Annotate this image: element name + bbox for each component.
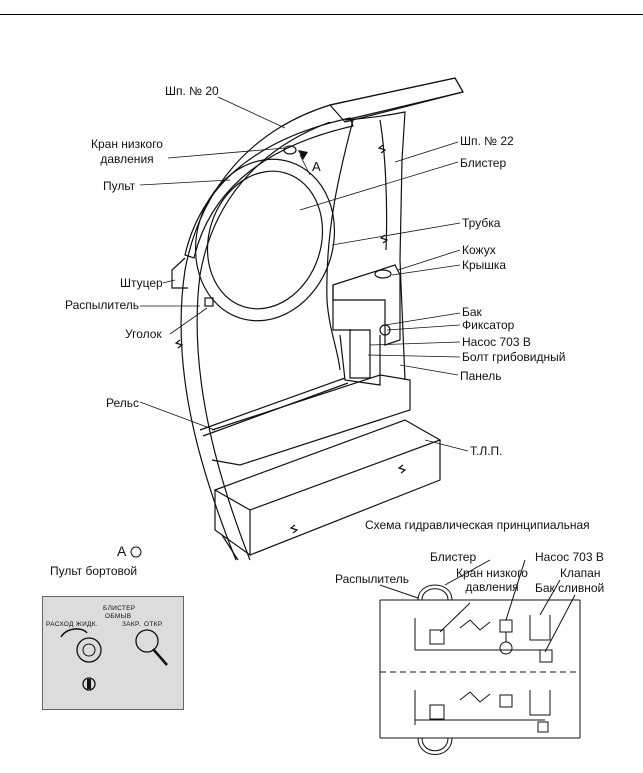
drain-tank-lower: [529, 690, 551, 716]
page-top-rule: [0, 14, 643, 15]
bracket-shape: [204, 297, 214, 307]
label-tank: Бак: [462, 305, 482, 319]
blister-window-outer: [194, 158, 336, 322]
rail-line: [199, 377, 346, 431]
pump-box-upper: [499, 619, 513, 633]
floor-box-front: [214, 490, 251, 557]
panel-sub: ОБМЫВ: [105, 613, 132, 620]
label-frame-22: Шп. № 22: [460, 134, 514, 148]
panel-controls: [60, 628, 168, 691]
onboard-console-panel: БЛИСТЕР ОБМЫВ РАСХОД ЖИДК. ЗАКР. ОТКР.: [42, 596, 184, 710]
label-pump: Насос 703 В: [462, 335, 531, 349]
schematic-valve: Клапан: [560, 566, 601, 580]
label-console: Пульт: [103, 179, 136, 193]
label-low-valve-line1: Кран низкого: [91, 137, 163, 151]
panel-header: БЛИСТЕР: [103, 605, 136, 612]
fitting-pipe: [171, 257, 188, 289]
view-a-circle: [130, 546, 142, 558]
lid-cap: [374, 269, 392, 279]
label-fitting: Штуцер: [120, 276, 163, 290]
console-bar: [184, 117, 354, 259]
blister-arc-top: [417, 584, 453, 601]
label-casing: Кожух: [462, 243, 496, 257]
hydraulic-schematic: [379, 559, 581, 755]
label-low-valve-line2: давления: [100, 152, 154, 166]
label-tube: Трубка: [462, 216, 501, 230]
frame-20-outline: [180, 77, 464, 561]
schematic-drain-tank: Бак сливной: [535, 581, 605, 595]
valve-box-upper: [429, 629, 445, 645]
drain-tank-upper: [529, 615, 551, 641]
schematic-pump: Насос 703 В: [535, 550, 604, 564]
label-latch: Фиксатор: [462, 318, 515, 332]
flow-knob[interactable]: [76, 637, 102, 663]
schematic-low-valve-line1: Кран низкого: [456, 566, 528, 580]
panel-beam: [211, 374, 411, 466]
valve-box-lower: [429, 704, 445, 720]
low-valve-symbol: [283, 145, 297, 155]
label-blister: Блистер: [460, 156, 507, 170]
blister-window-inner: [206, 170, 324, 310]
close-label: ЗАКР.: [122, 621, 141, 628]
top-plate: [328, 77, 464, 123]
flow-label: РАСХОД ЖИДК.: [46, 621, 98, 628]
floor-box-top: [213, 419, 442, 511]
label-bracket: Уголок: [125, 327, 162, 341]
detail-view-subtitle: Пульт бортовой: [50, 564, 138, 578]
valve-right-lower: [537, 721, 549, 733]
wash-switch-knob[interactable]: [135, 629, 159, 653]
label-floor-line: Т.Л.П.: [470, 444, 503, 458]
label-mushroom-bolt: Болт грибовидный: [462, 350, 566, 364]
schematic-sprayer: Распылитель: [335, 572, 409, 586]
tube: [326, 119, 354, 371]
label-lid: Крышка: [462, 258, 507, 272]
schematic-blister: Блистер: [430, 550, 477, 564]
label-frame-20: Шп. № 20: [165, 84, 219, 98]
schematic-title: Схема гидравлическая принципиальная: [365, 518, 590, 532]
pump-box-lower: [499, 694, 513, 708]
label-sprayer: Распылитель: [65, 298, 139, 312]
label-panel: Панель: [460, 369, 502, 383]
valve-right-upper: [539, 649, 553, 663]
pump-circle-upper: [499, 641, 513, 655]
blister-arc-bottom: [417, 737, 453, 755]
casing-box: [332, 264, 401, 346]
label-rail: Рельс: [106, 396, 140, 410]
label-view-marker: А: [312, 159, 321, 174]
detail-view-title: А: [117, 543, 127, 559]
frame-22-outline: [344, 111, 406, 381]
open-label: ОТКР.: [144, 621, 164, 628]
pump-body: [349, 329, 371, 379]
schematic-low-valve-line2: давления: [465, 580, 519, 594]
indicator-lamp: [82, 677, 96, 691]
